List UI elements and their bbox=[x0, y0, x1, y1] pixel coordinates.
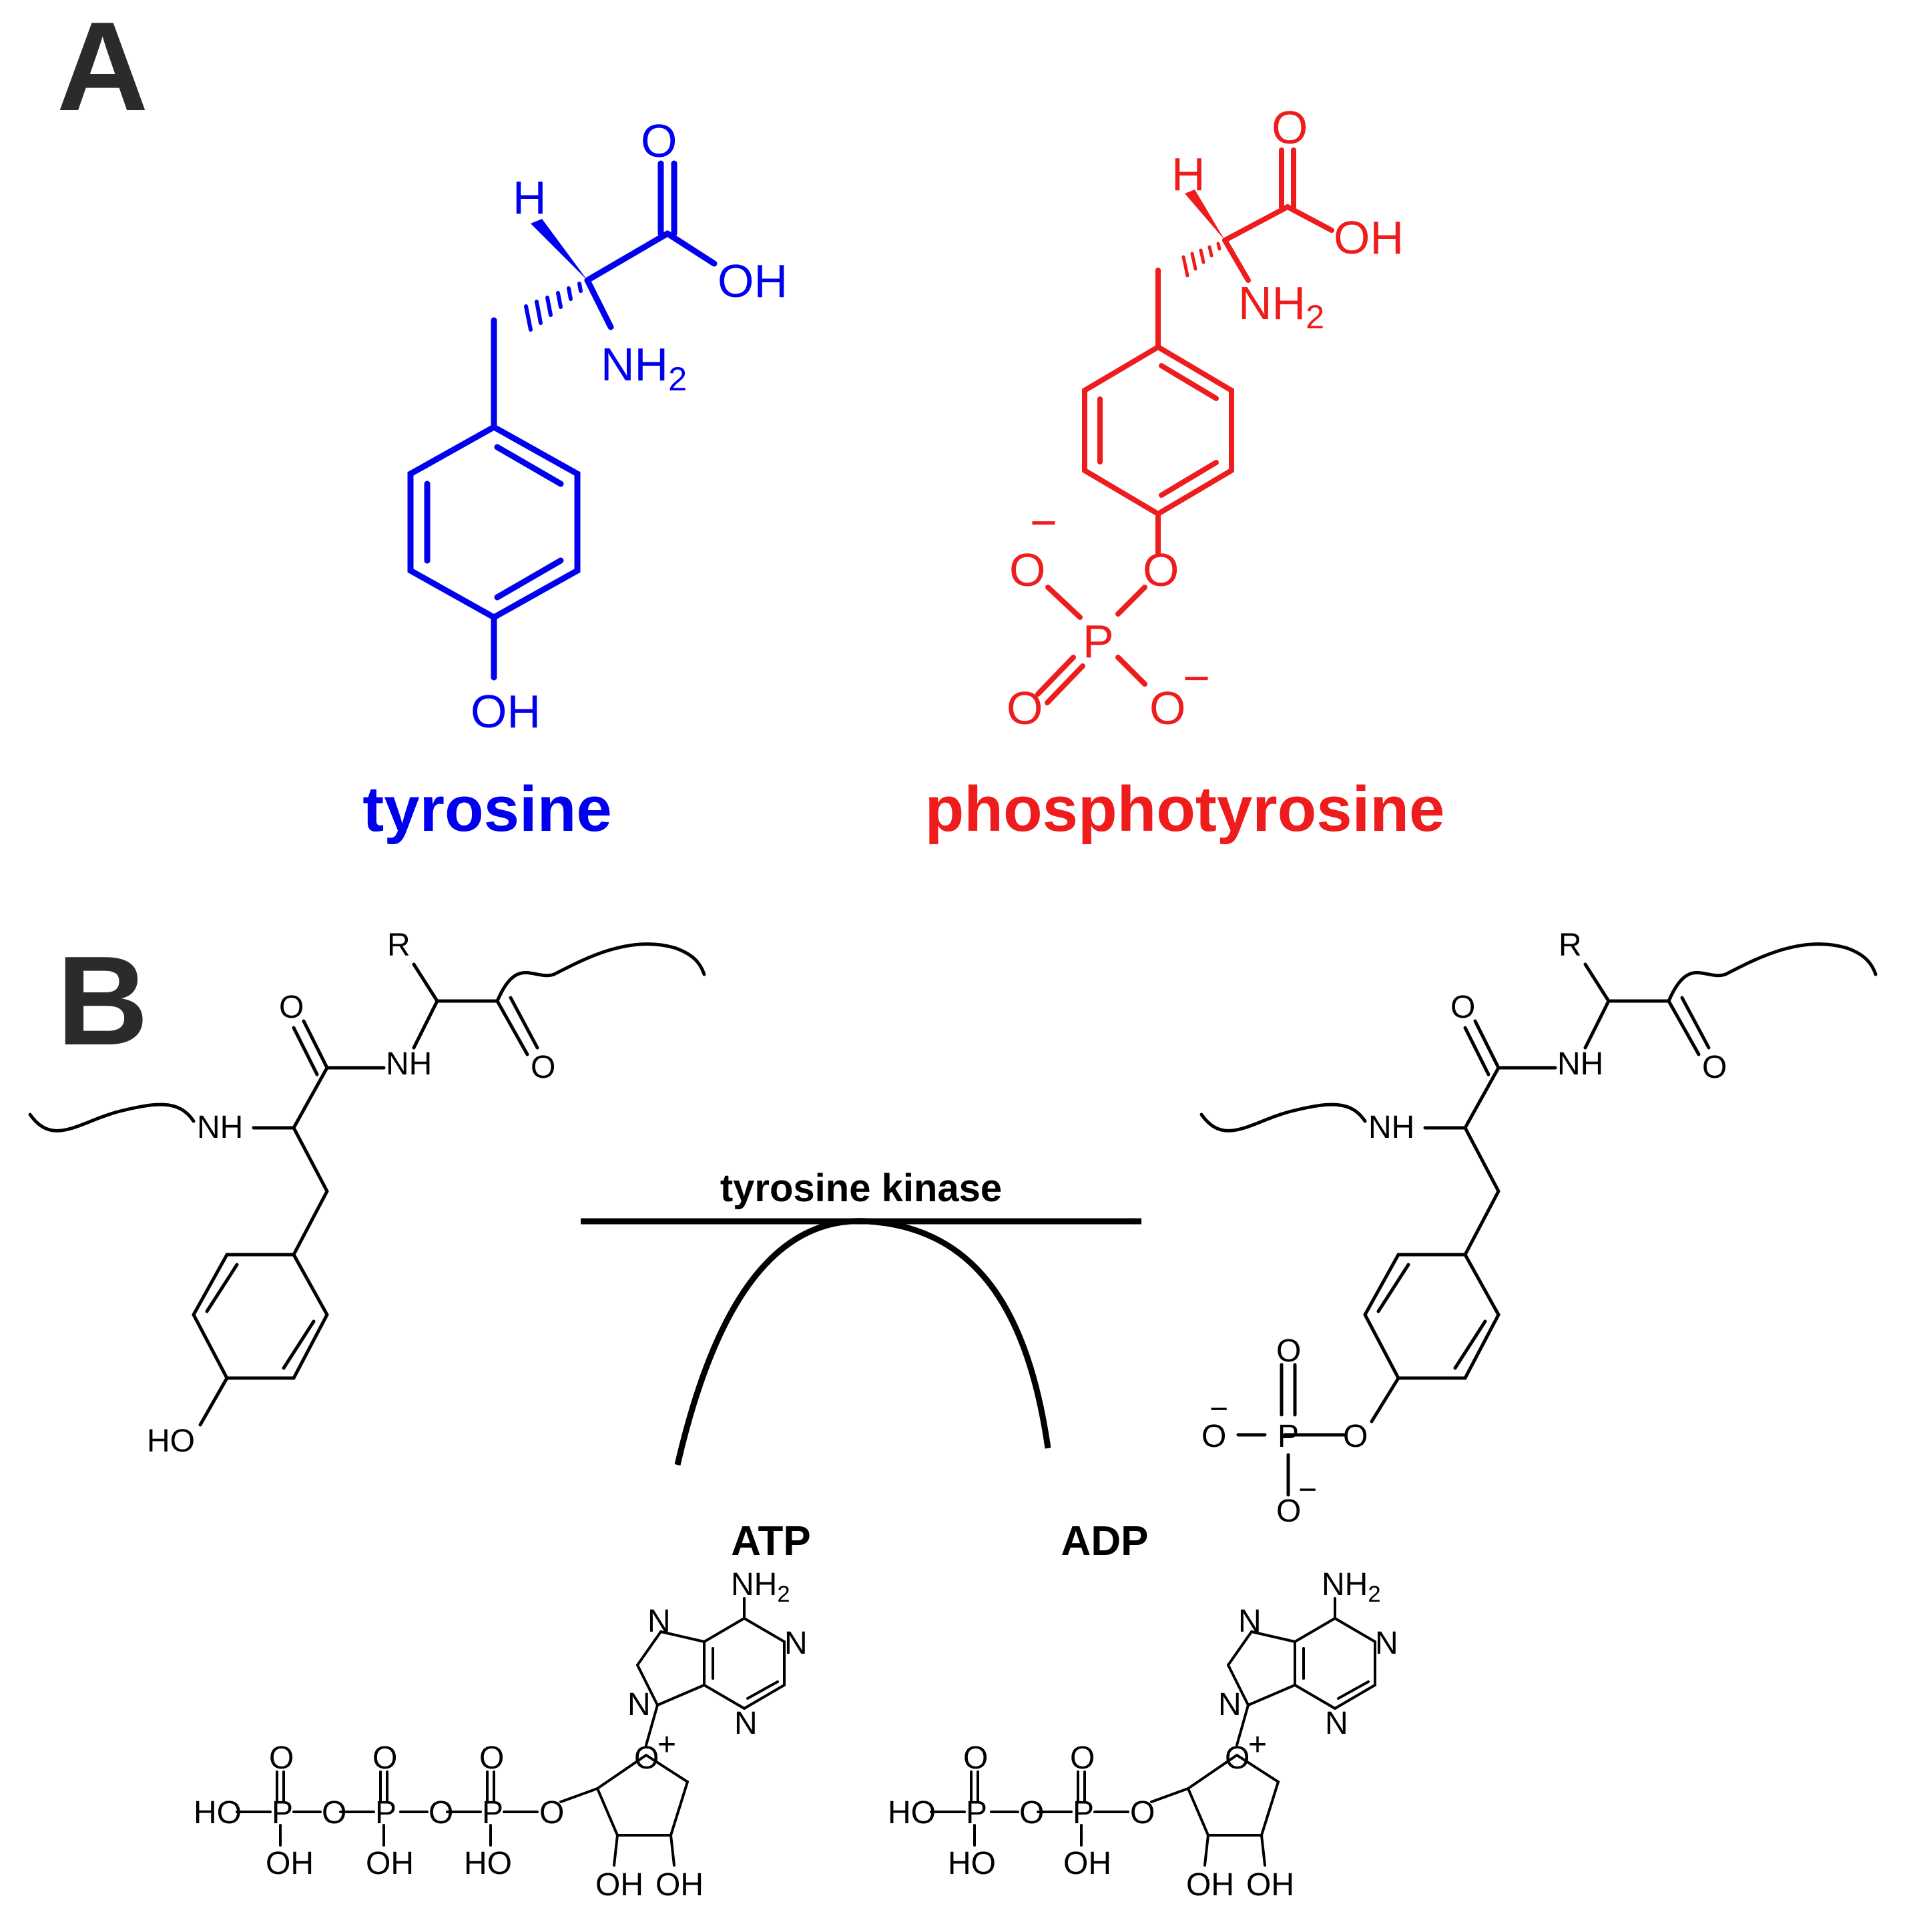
phospho-o-minus-left: O bbox=[1009, 544, 1045, 596]
atp-label: ATP bbox=[731, 1518, 810, 1564]
adp-n9: N bbox=[1218, 1687, 1242, 1722]
adp-o-bridge2: O bbox=[1019, 1795, 1044, 1831]
atp-n9: N bbox=[627, 1687, 651, 1722]
atp-ring-o: O bbox=[634, 1740, 659, 1776]
product-o-ester: O bbox=[1343, 1419, 1368, 1454]
product-o-bottom: O bbox=[1276, 1494, 1301, 1529]
product-nh2: NH bbox=[1368, 1110, 1414, 1145]
adp-ho-terminal: HO bbox=[888, 1795, 936, 1831]
atp-plus: + bbox=[657, 1727, 676, 1762]
adp-ring-o: O bbox=[1225, 1740, 1250, 1776]
phospho-p: P bbox=[1083, 615, 1114, 667]
adp-oh-3prime: OH bbox=[1246, 1867, 1294, 1903]
phospho-minus-right: − bbox=[1183, 652, 1210, 704]
panel-b-label: B bbox=[57, 930, 148, 1072]
substrate-nh2: NH bbox=[197, 1110, 243, 1145]
tyrosine-h: H bbox=[513, 172, 547, 224]
atp-o-alpha: O bbox=[479, 1740, 504, 1776]
atp-ho-alpha: HO bbox=[464, 1846, 512, 1881]
adp-amine: NH2 bbox=[1322, 1567, 1381, 1607]
tyrosine-carbonyl-o: O bbox=[641, 115, 677, 167]
adp-p-beta: P bbox=[966, 1795, 987, 1831]
atp-oh-3prime: OH bbox=[655, 1867, 704, 1903]
product-o2: O bbox=[1702, 1050, 1727, 1085]
atp-adp-curved-arrow bbox=[674, 1218, 1051, 1466]
adp-o-alpha: O bbox=[1070, 1740, 1095, 1776]
adp-o-bridge1: O bbox=[1130, 1795, 1155, 1831]
tyrosine-amine: NH2 bbox=[601, 338, 687, 398]
substrate-nh1: NH bbox=[386, 1046, 432, 1082]
enzyme-label: tyrosine kinase bbox=[720, 1167, 1002, 1210]
substrate-r: R bbox=[387, 928, 411, 963]
atp-n1: N bbox=[784, 1626, 808, 1661]
product-p: P bbox=[1278, 1419, 1299, 1454]
product-o-top: O bbox=[1276, 1333, 1301, 1369]
adp-n3: N bbox=[1325, 1706, 1348, 1741]
phospho-amine: NH2 bbox=[1238, 277, 1324, 336]
phospho-o-minus-right: O bbox=[1149, 682, 1185, 734]
atp-p-gamma: P bbox=[272, 1795, 293, 1831]
adp-n7: N bbox=[1238, 1604, 1262, 1639]
substrate-o1: O bbox=[279, 990, 304, 1025]
phospho-o-double: O bbox=[1007, 682, 1043, 734]
atp-p-beta: P bbox=[375, 1795, 396, 1831]
product-o1: O bbox=[1450, 990, 1475, 1025]
product-r: R bbox=[1559, 928, 1582, 963]
panel-a-label: A bbox=[57, 0, 148, 137]
substrate-peptide-structure bbox=[28, 942, 706, 1427]
product-peptide-structure bbox=[1199, 942, 1878, 1497]
product-o-left: O bbox=[1201, 1419, 1226, 1454]
product-nh1: NH bbox=[1557, 1046, 1603, 1082]
atp-structure bbox=[236, 1597, 786, 1867]
adp-o-beta: O bbox=[963, 1740, 988, 1776]
substrate-ho: HO bbox=[147, 1423, 195, 1459]
adp-oh-alpha: OH bbox=[1063, 1846, 1111, 1881]
atp-o-bridge3: O bbox=[322, 1795, 346, 1831]
atp-ho-terminal: HO bbox=[194, 1795, 242, 1831]
phospho-h: H bbox=[1171, 148, 1205, 200]
atp-oh-gamma: OH bbox=[266, 1846, 314, 1881]
atp-o-gamma: O bbox=[269, 1740, 294, 1776]
tyrosine-phenol-oh: OH bbox=[471, 685, 541, 737]
product-minus-left: − bbox=[1209, 1391, 1228, 1427]
substrate-o2: O bbox=[531, 1050, 555, 1085]
phosphotyrosine-structure bbox=[1035, 147, 1334, 705]
atp-p-alpha: P bbox=[482, 1795, 503, 1831]
atp-oh-2prime: OH bbox=[595, 1867, 643, 1903]
product-minus-bottom: − bbox=[1298, 1472, 1317, 1508]
adp-oh-2prime: OH bbox=[1186, 1867, 1234, 1903]
atp-amine: NH2 bbox=[731, 1567, 790, 1607]
phospho-hydroxyl-oh: OH bbox=[1334, 212, 1404, 264]
atp-o-bridge2: O bbox=[429, 1795, 453, 1831]
adp-structure bbox=[930, 1597, 1376, 1867]
phospho-minus-left: − bbox=[1030, 497, 1057, 549]
adp-label: ADP bbox=[1061, 1518, 1149, 1564]
tyrosine-hydroxyl-oh: OH bbox=[718, 255, 788, 307]
atp-o-bridge1: O bbox=[539, 1795, 564, 1831]
atp-n7: N bbox=[647, 1604, 671, 1639]
phospho-carbonyl-o: O bbox=[1272, 101, 1308, 153]
tyrosine-structure bbox=[407, 160, 718, 681]
tyrosine-name: tyrosine bbox=[362, 773, 611, 845]
adp-n1: N bbox=[1375, 1626, 1398, 1661]
atp-n3: N bbox=[734, 1706, 758, 1741]
atp-o-beta: O bbox=[372, 1740, 397, 1776]
atp-oh-beta: OH bbox=[366, 1846, 414, 1881]
phospho-ester-o: O bbox=[1143, 544, 1179, 596]
adp-ho-beta: HO bbox=[948, 1846, 996, 1881]
adp-p-alpha: P bbox=[1073, 1795, 1094, 1831]
adp-plus: + bbox=[1248, 1727, 1267, 1762]
phosphotyrosine-name: phosphotyrosine bbox=[925, 773, 1445, 845]
